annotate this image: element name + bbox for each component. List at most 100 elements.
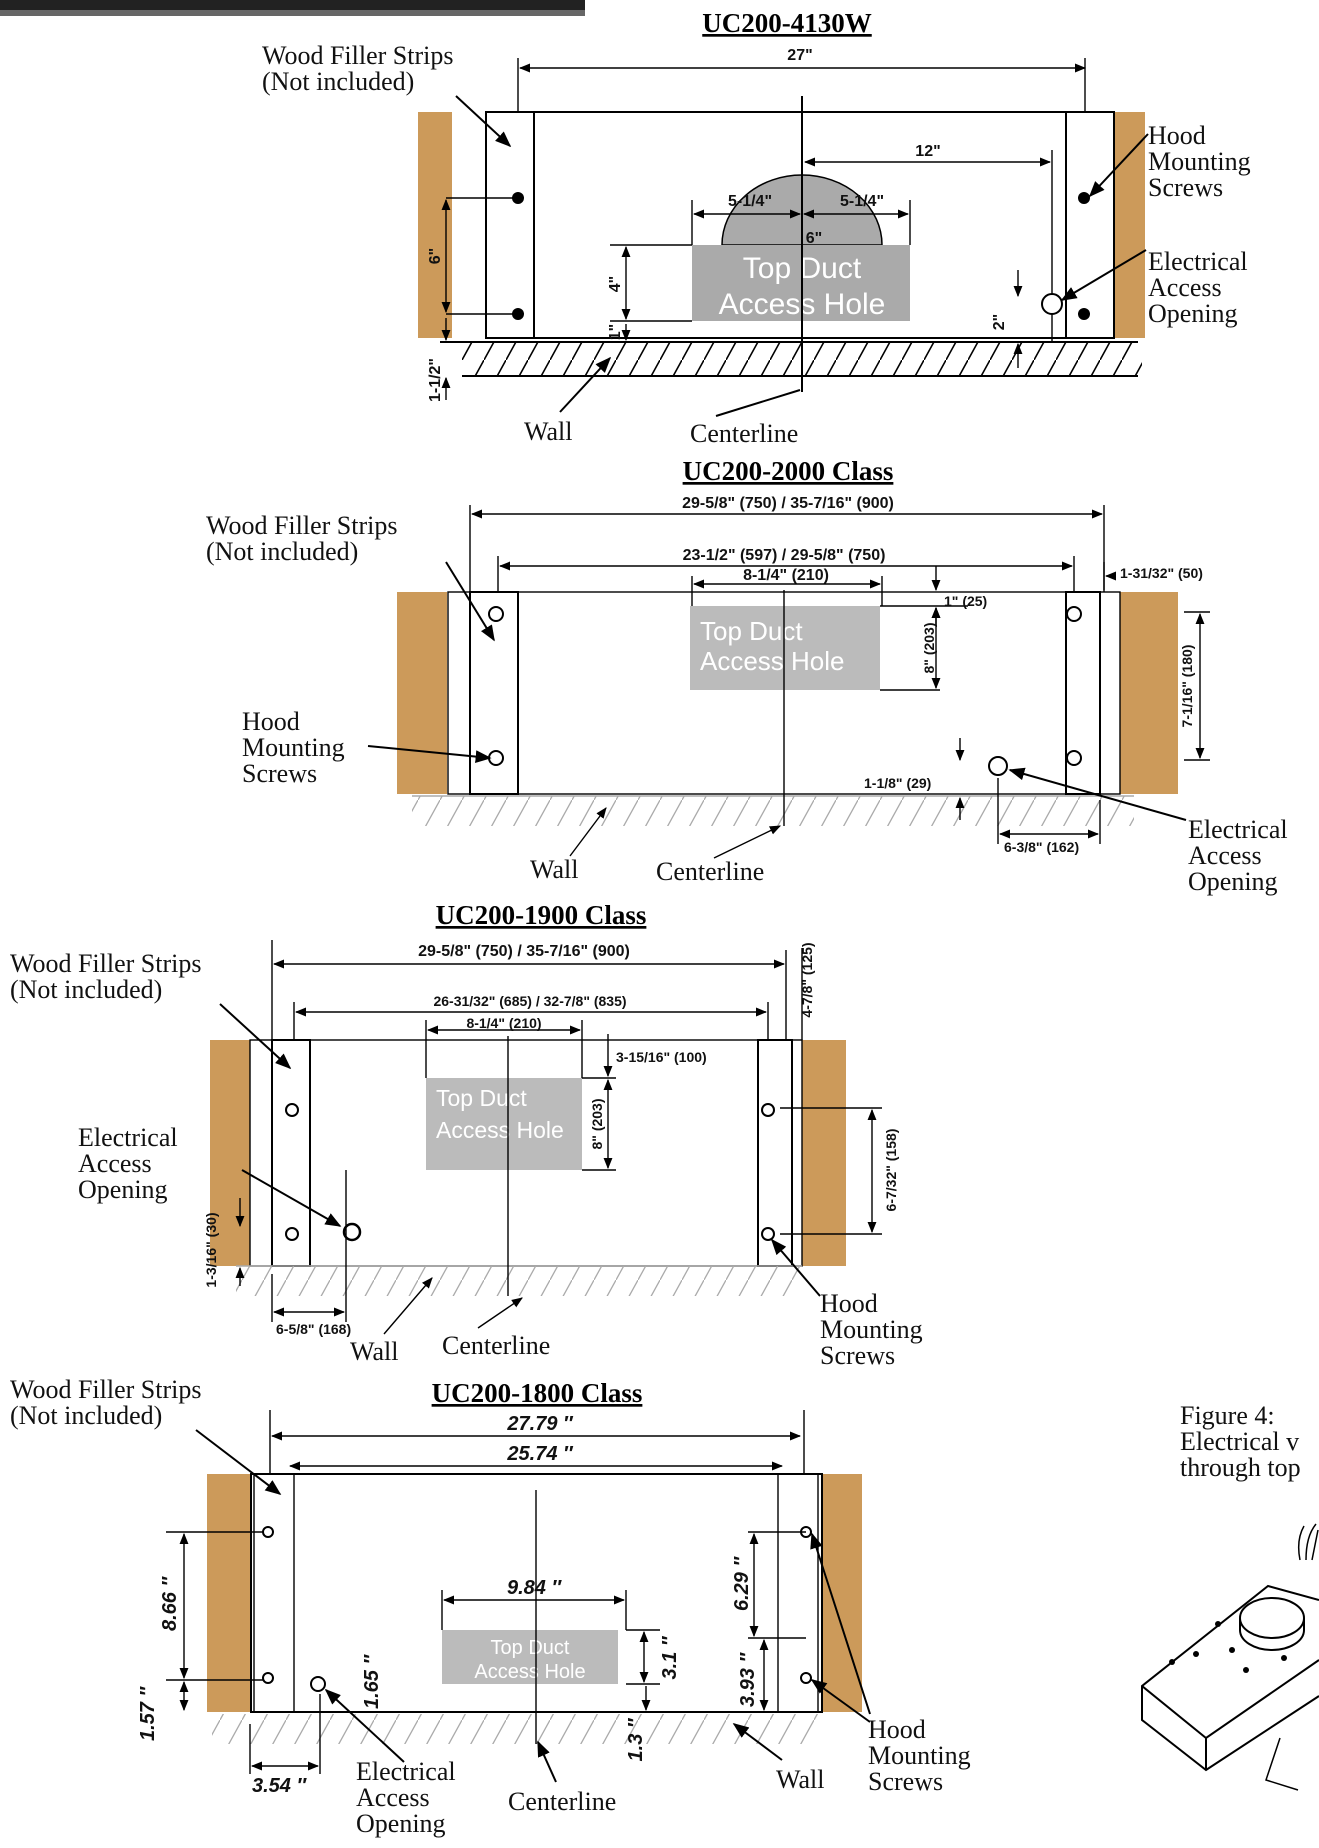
callout-hood-screws: Hood xyxy=(1148,121,1206,150)
screw-dot xyxy=(285,1227,299,1241)
wall-hatch xyxy=(212,1714,822,1744)
callout-wall: Wall xyxy=(776,1765,824,1794)
filler-strip-left xyxy=(469,591,519,795)
diagram-uc200-1900-class: UC200-1900 Class Top Duct Access Hole 29… xyxy=(10,900,923,1370)
dim-label: 26-31/32" (685) / 32-7/8" (835) xyxy=(433,993,626,1009)
dim-label: 7-1/16" (180) xyxy=(1179,645,1195,728)
callout-electrical: Electrical xyxy=(356,1757,456,1786)
callout-centerline: Centerline xyxy=(508,1787,616,1816)
dim-label: 1.3 ″ xyxy=(625,1717,647,1761)
dim-label: 1" xyxy=(607,324,624,340)
screw-dot xyxy=(488,750,504,766)
wood-left xyxy=(210,1040,250,1266)
dim-label: 1-31/32" (50) xyxy=(1120,565,1203,581)
callout-hood-screws: Mounting xyxy=(242,733,345,762)
dim-label: 1.57 ″ xyxy=(137,1686,159,1741)
duct-access-hole xyxy=(426,1078,582,1170)
callout-wood-filler: Wood Filler Strips xyxy=(206,511,397,540)
callout-wood-filler: (Not included) xyxy=(10,1401,162,1430)
dim-label: 2" xyxy=(991,314,1008,330)
dim-label: 8-1/4" (210) xyxy=(743,567,829,584)
dim-label: 6-7/32" (158) xyxy=(883,1129,899,1212)
filler-strip-right xyxy=(1065,591,1101,795)
callout-centerline: Centerline xyxy=(690,419,798,448)
filler-strip-left xyxy=(485,111,535,339)
dim-label: 3-15/16" (100) xyxy=(616,1049,707,1065)
hole-label: Top Duct xyxy=(436,1085,527,1111)
dim-label: 29-5/8" (750) / 35-7/16" (900) xyxy=(418,943,630,960)
callout-hood-screws: Mounting xyxy=(868,1741,971,1770)
hole-label: Top Duct xyxy=(700,616,803,646)
callout-wood-filler: Wood Filler Strips xyxy=(10,1375,201,1404)
filler-strip-left xyxy=(253,1473,295,1713)
screw-dot xyxy=(1078,308,1090,320)
callout-electrical: Access xyxy=(78,1149,152,1178)
callout-electrical: Opening xyxy=(1188,867,1278,896)
section-title: UC200-1800 Class xyxy=(432,1378,643,1408)
screw-dot xyxy=(262,1672,274,1684)
wood-right xyxy=(802,1040,846,1266)
section-title: UC200-4130W xyxy=(702,8,872,38)
dim-label: 3.1 ″ xyxy=(659,1635,681,1679)
dim-label: 27" xyxy=(787,47,812,64)
dim-label: 29-5/8" (750) / 35-7/16" (900) xyxy=(682,495,894,512)
screw-dot xyxy=(1078,192,1090,204)
duct-access-hole xyxy=(690,606,880,690)
dim-label: 1" (25) xyxy=(944,593,987,609)
dim-label: 6.29 ″ xyxy=(731,1556,753,1611)
hole-label: Access Hole xyxy=(436,1117,564,1143)
wall-hatch xyxy=(236,1266,802,1296)
dim-label: 3.93 ″ xyxy=(737,1652,759,1707)
callout-electrical: Access xyxy=(356,1783,430,1812)
filler-strip-right xyxy=(1065,111,1115,339)
diagram-uc200-2000-class: UC200-2000 Class Top Duct Access Hole 29… xyxy=(206,456,1288,896)
dim-label: 8-1/4" (210) xyxy=(466,1015,541,1031)
figure-4-caption: Electrical v xyxy=(1180,1427,1299,1456)
callout-hood-screws: Hood xyxy=(868,1715,926,1744)
callout-hood-screws: Mounting xyxy=(1148,147,1251,176)
callout-centerline: Centerline xyxy=(442,1331,550,1360)
wood-right xyxy=(1115,112,1145,338)
screw-dot xyxy=(262,1526,274,1538)
dim-label: 8" (203) xyxy=(921,623,937,674)
dim-label: 5-1/4" xyxy=(728,193,772,210)
callout-wood-filler: (Not included) xyxy=(262,67,414,96)
callout-electrical: Access xyxy=(1188,841,1262,870)
hole-label: Access Hole xyxy=(474,1661,585,1683)
dim-label: 8" (203) xyxy=(589,1099,605,1150)
wall-hatch xyxy=(412,796,1134,826)
callout-electrical: Electrical xyxy=(1148,247,1248,276)
wood-right xyxy=(822,1474,862,1712)
dim-label: 6" xyxy=(806,230,822,247)
dim-label: 4-7/8" (125) xyxy=(799,942,815,1017)
figure-4-panel: Figure 4: Electrical v through top xyxy=(1141,1401,1319,1791)
callout-hood-screws: Screws xyxy=(868,1767,943,1796)
callout-hood-screws: Screws xyxy=(1148,173,1223,202)
dim-label: 8.66 ″ xyxy=(159,1576,181,1631)
callout-electrical: Electrical xyxy=(1188,815,1288,844)
callout-hood-screws: Mounting xyxy=(820,1315,923,1344)
wood-left xyxy=(207,1474,251,1712)
callout-wood-filler: Wood Filler Strips xyxy=(262,41,453,70)
dim-label: 23-1/2" (597) / 29-5/8" (750) xyxy=(683,547,886,564)
callout-electrical: Opening xyxy=(1148,299,1238,328)
dim-label: 6-3/8" (162) xyxy=(1004,839,1079,855)
screw-dot xyxy=(285,1103,299,1117)
figure-4-label: Figure 4: xyxy=(1180,1401,1275,1430)
electrical-opening-icon xyxy=(1041,293,1063,315)
electrical-opening-icon xyxy=(342,1222,362,1242)
screw-dot xyxy=(800,1672,812,1684)
callout-wall: Wall xyxy=(524,417,572,446)
filler-strip-right xyxy=(777,1473,819,1713)
dim-label: 3.54 ″ xyxy=(252,1775,307,1797)
callout-hood-screws: Hood xyxy=(820,1289,878,1318)
dim-label: 25.74 ″ xyxy=(506,1443,574,1465)
callout-wood-filler: Wood Filler Strips xyxy=(10,949,201,978)
dim-label: 6-5/8" (168) xyxy=(276,1321,351,1337)
dim-label: 1.65 ″ xyxy=(361,1654,383,1709)
callout-electrical: Opening xyxy=(78,1175,168,1204)
dim-label: 5-1/4" xyxy=(840,193,884,210)
diagram-uc200-1800-class: UC200-1800 Class Top Duct Access Hole 27… xyxy=(10,1375,971,1838)
callout-hood-screws: Screws xyxy=(820,1341,895,1370)
dim-label: 4" xyxy=(607,276,624,292)
